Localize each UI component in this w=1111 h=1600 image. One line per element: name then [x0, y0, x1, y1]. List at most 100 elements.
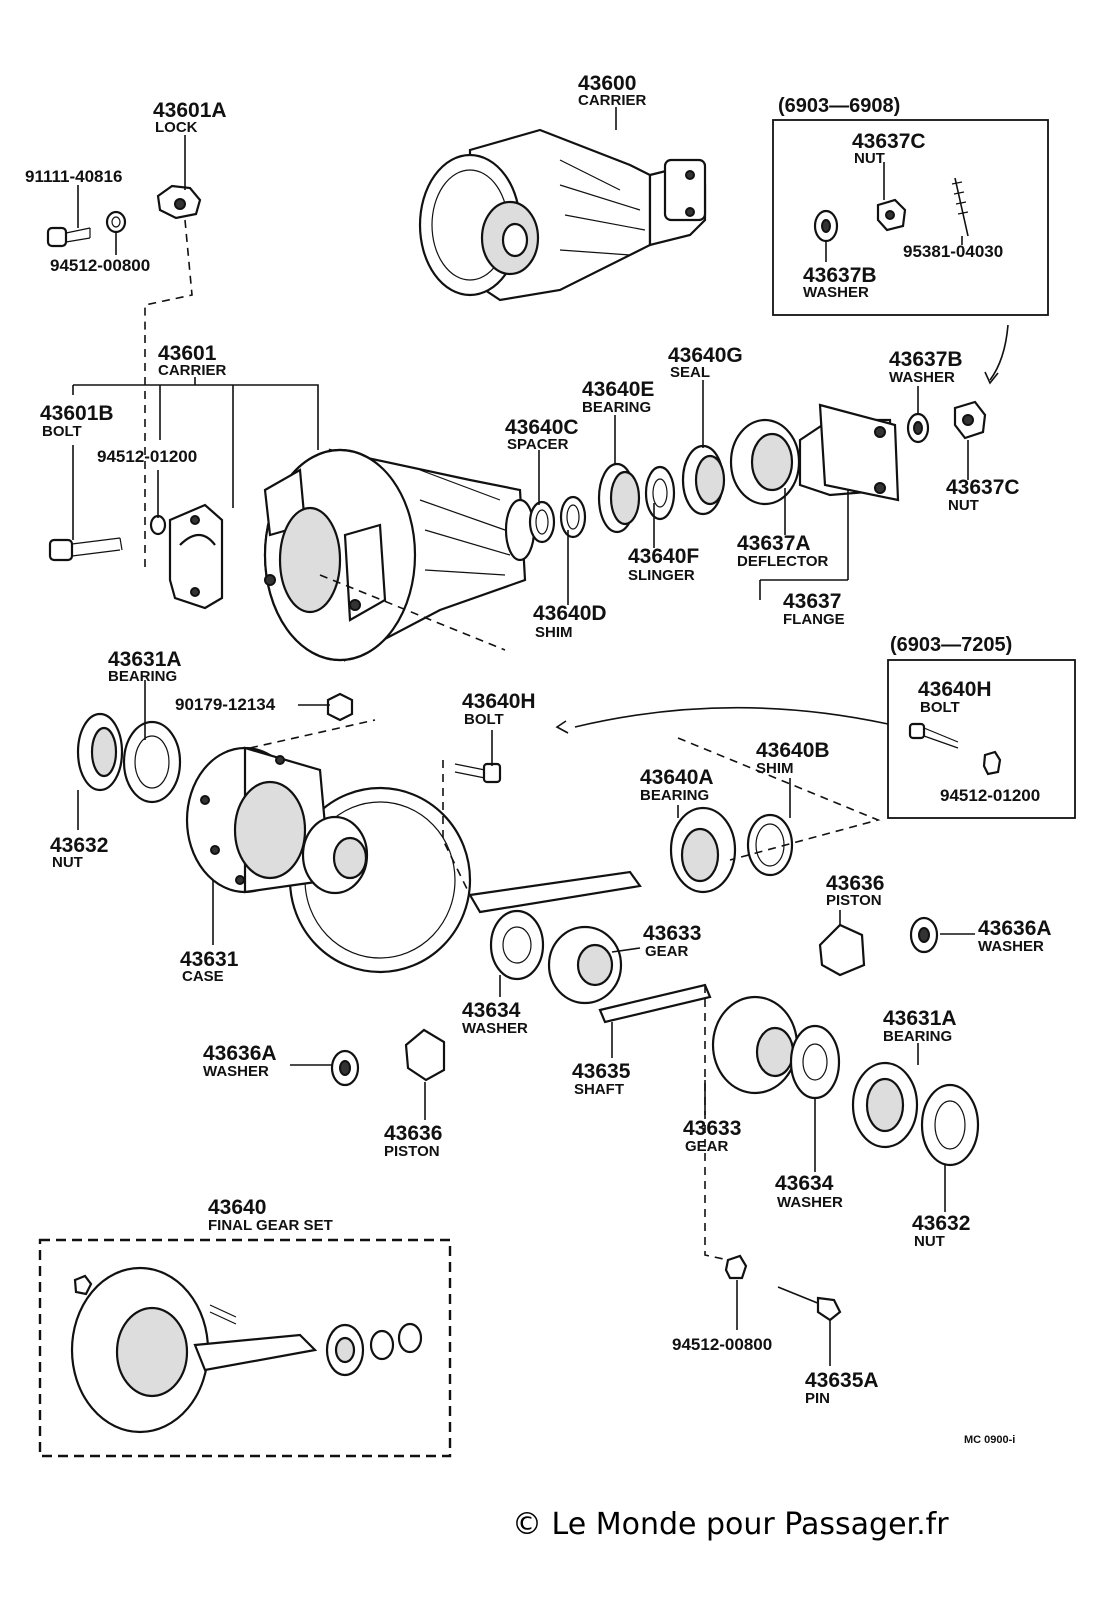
part-name-gear-top: GEAR — [645, 943, 689, 960]
final-gear-set-illustration — [70, 1266, 423, 1434]
left-bearing-illustration — [76, 712, 182, 804]
part-number-43635: 43635 — [572, 1060, 631, 1083]
part-name-washer-43637b: WASHER — [889, 369, 955, 386]
part-number-43632-left: 43632 — [50, 834, 108, 857]
part-number-43640: 43640 — [208, 1196, 266, 1219]
part-number-43633-top: 43633 — [643, 922, 701, 945]
part-number-43634-left: 43634 — [462, 999, 521, 1022]
part-name-bolt: BOLT — [42, 423, 82, 440]
part-number-43640e: 43640E — [582, 378, 654, 401]
inset-part-number-95381-04030: 95381-04030 — [903, 242, 1003, 261]
part-number-43635a: 43635A — [805, 1369, 879, 1392]
part-name-bearing-31a-right: BEARING — [883, 1028, 952, 1045]
inset-part-number-94512-01200: 94512-01200 — [940, 786, 1040, 805]
part-name-case: CASE — [182, 968, 224, 985]
small-washer-illustration — [724, 1254, 748, 1280]
part-name-spacer: SPACER — [507, 436, 569, 453]
inset-mid-range: (6903—7205) — [890, 634, 1012, 656]
pinion-bearing-illustration — [669, 806, 794, 894]
part-name-washer-36a-right: WASHER — [978, 938, 1044, 955]
carrier-housing-illustration — [263, 448, 536, 662]
part-name-nut-43637c: NUT — [948, 497, 979, 514]
side-gear-top-illustration — [547, 925, 623, 1005]
washer-left-illustration — [330, 1049, 360, 1087]
part-name-carrier: CARRIER — [578, 92, 647, 109]
piston-right-illustration — [818, 923, 866, 977]
inset-part-name-bolt: BOLT — [920, 699, 960, 716]
washer-nut-illustration — [906, 400, 987, 444]
leader-lines — [72, 107, 1009, 1366]
cap-washer-illustration — [149, 514, 167, 536]
part-number-90179-12134: 90179-12134 — [175, 695, 276, 714]
part-number-43637c: 43637C — [946, 476, 1020, 499]
part-name-nut-43632-left: NUT — [52, 854, 83, 871]
part-name-bearing-a: BEARING — [640, 787, 709, 804]
part-number-94512-00800-top: 94512-00800 — [50, 256, 150, 275]
part-number-43640h: 43640H — [462, 690, 536, 713]
washer-illustration — [105, 210, 127, 234]
inset-part-name-nut: NUT — [854, 150, 885, 167]
part-name-deflector: DEFLECTOR — [737, 553, 829, 570]
part-number-43640d: 43640D — [533, 602, 607, 625]
part-number-43640b: 43640B — [756, 739, 830, 762]
side-washer-right-illustration — [789, 1024, 841, 1100]
inset-part-name-washer: WASHER — [803, 284, 869, 301]
washer-right-illustration — [909, 916, 939, 954]
part-number-43601: 43601 — [158, 342, 217, 365]
part-name-shaft: SHAFT — [574, 1081, 624, 1098]
part-number-43601a: 43601A — [153, 99, 227, 122]
part-name-final-gear-set: FINAL GEAR SET — [208, 1217, 333, 1234]
part-name-gear-bottom: GEAR — [685, 1138, 729, 1155]
watermark: © Le Monde pour Passager.fr — [512, 1507, 949, 1542]
part-number-43632-right: 43632 — [912, 1212, 970, 1235]
pinion-stack-illustration — [528, 403, 900, 544]
part-number-43640f: 43640F — [628, 545, 699, 568]
shaft-illustration — [598, 983, 712, 1024]
inset-box-mid — [887, 659, 1076, 819]
part-name-slinger: SLINGER — [628, 567, 695, 584]
part-number-94512-01200: 94512-01200 — [97, 447, 197, 466]
part-name-washer-34-left: WASHER — [462, 1020, 528, 1037]
part-number-43637b: 43637B — [889, 348, 963, 371]
figure-code: MC 0900-i — [964, 1434, 1015, 1446]
part-number-43633-bottom: 43633 — [683, 1117, 741, 1140]
pin-illustration — [777, 1286, 842, 1322]
plug-illustration — [326, 692, 354, 722]
part-name-piston-right: PISTON — [826, 892, 882, 909]
part-name-flange: FLANGE — [783, 611, 845, 628]
inset-part-number-43637b: 43637B — [803, 264, 877, 287]
pinion-shaft-illustration — [468, 870, 642, 914]
part-name-shim-d: SHIM — [535, 624, 573, 641]
part-number-43600: 43600 — [578, 72, 636, 95]
part-number-94512-00800-bottom: 94512-00800 — [672, 1335, 772, 1354]
part-name-pin: PIN — [805, 1390, 830, 1407]
part-number-43640c: 43640C — [505, 416, 579, 439]
part-name-bolt-43640h: BOLT — [464, 711, 504, 728]
inset-part-number-43640h: 43640H — [918, 678, 992, 701]
part-number-43636a-left: 43636A — [203, 1042, 277, 1065]
cap-bolt-illustration — [48, 537, 123, 562]
side-washer-left-illustration — [489, 909, 545, 981]
part-name-piston-left: PISTON — [384, 1143, 440, 1160]
part-name-carrier-43601: CARRIER — [158, 362, 227, 379]
part-number-91111-40816: 91111-40816 — [25, 167, 122, 186]
part-number-43636-left: 43636 — [384, 1122, 442, 1145]
part-name-lock: LOCK — [155, 119, 198, 136]
ring-bolt-illustration — [454, 762, 502, 784]
final-gear-set-box — [38, 1238, 452, 1458]
side-gear-bottom-illustration — [711, 995, 799, 1095]
part-name-bearing-e: BEARING — [582, 399, 651, 416]
part-name-shim-b: SHIM — [756, 760, 794, 777]
part-number-43637a: 43637A — [737, 532, 811, 555]
part-name-seal: SEAL — [670, 364, 710, 381]
piston-left-illustration — [404, 1028, 446, 1082]
inset-box-top — [772, 119, 1049, 316]
part-number-43634-right: 43634 — [775, 1172, 834, 1195]
bearing-cap-illustration — [168, 503, 224, 610]
bolt-illustration — [46, 226, 91, 248]
part-name-washer-34-right: WASHER — [777, 1194, 843, 1211]
part-number-43631a-right: 43631A — [883, 1007, 957, 1030]
part-number-43640a: 43640A — [640, 766, 714, 789]
inset-top-illustrations — [813, 177, 969, 243]
differential-case-illustration — [185, 746, 472, 974]
